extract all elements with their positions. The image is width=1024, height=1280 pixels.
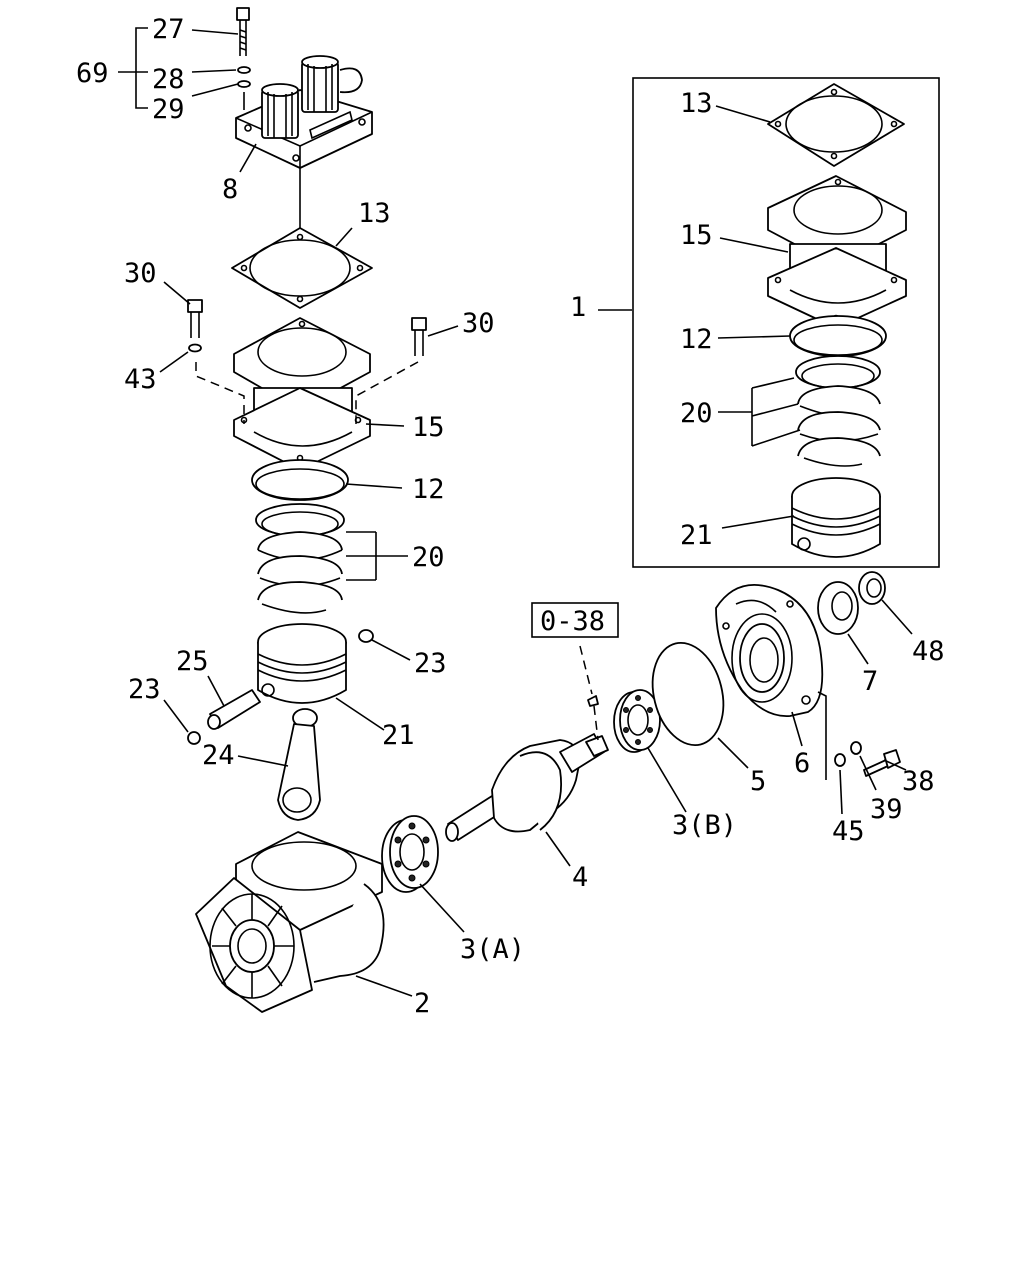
- label-39: 39: [870, 794, 903, 825]
- connecting-rod-24: [277, 708, 321, 821]
- bearing-cover-6: [715, 583, 824, 717]
- piston-21-left: [257, 623, 347, 704]
- label-12: 12: [412, 474, 445, 505]
- label-23-right: 23: [414, 648, 447, 679]
- bearing-3b: [613, 689, 661, 753]
- label-20: 20: [412, 542, 445, 573]
- label-28: 28: [152, 64, 185, 95]
- o-ring-12-kit: [789, 315, 887, 357]
- snap-ring-left: [187, 731, 201, 745]
- crankshaft-4: [445, 733, 609, 842]
- label-15-kit: 15: [680, 220, 713, 251]
- label-21: 21: [382, 720, 415, 751]
- label-20-kit: 20: [680, 398, 713, 429]
- washer-45: [834, 753, 846, 767]
- label-3a: 3(A): [460, 934, 525, 965]
- label-3b: 3(B): [672, 810, 737, 841]
- label-13: 13: [358, 198, 391, 229]
- gasket-13-kit: [767, 83, 905, 167]
- part-labels: 27 69 28 29 8 13 30 30 43 15 12 20 23 25…: [76, 14, 945, 1019]
- label-38: 38: [902, 766, 935, 797]
- label-15: 15: [412, 412, 445, 443]
- label-5: 5: [750, 766, 766, 797]
- label-12-kit: 12: [680, 324, 713, 355]
- label-13-kit: 13: [680, 88, 713, 119]
- piston-rings-20-kit: [795, 355, 881, 467]
- label-2: 2: [414, 988, 430, 1019]
- label-43: 43: [124, 364, 157, 395]
- seal-48: [858, 571, 886, 605]
- cylinder-15-kit: [767, 175, 907, 329]
- label-6: 6: [794, 748, 810, 779]
- leader-lines: [118, 27, 913, 997]
- gasket-13-left: [231, 227, 373, 309]
- label-30-right: 30: [462, 308, 495, 339]
- reference-box: [531, 602, 619, 638]
- label-0-38: 0-38: [540, 606, 605, 637]
- label-24: 24: [202, 740, 235, 771]
- piston-pin-25: [207, 689, 261, 730]
- label-69: 69: [76, 58, 109, 89]
- cylinder-bolts: [187, 299, 427, 424]
- o-ring-5: [651, 641, 725, 747]
- bearing-3a: [381, 815, 439, 893]
- label-1: 1: [570, 292, 586, 323]
- label-23-left: 23: [128, 674, 161, 705]
- kit-box: [632, 77, 940, 568]
- label-29: 29: [152, 94, 185, 125]
- label-27: 27: [152, 14, 185, 45]
- cylinder-15-left: [233, 317, 371, 471]
- piston-21-kit: [791, 477, 881, 558]
- crankcase-2: [195, 831, 385, 1013]
- label-7: 7: [862, 666, 878, 697]
- label-4: 4: [572, 862, 588, 893]
- washer-39: [850, 741, 862, 755]
- label-25: 25: [176, 646, 209, 677]
- snap-ring-right: [358, 629, 374, 643]
- cover-bolt-38: [863, 749, 901, 777]
- label-8: 8: [222, 174, 238, 205]
- label-45: 45: [832, 816, 865, 847]
- piston-rings-20-left: [255, 503, 345, 614]
- oil-seal-7: [817, 581, 859, 635]
- woodruff-key: [579, 645, 599, 741]
- cylinder-head: [235, 7, 373, 169]
- o-ring-12-left: [251, 459, 349, 501]
- label-21-kit: 21: [680, 520, 713, 551]
- label-30-left: 30: [124, 258, 157, 289]
- bracket-45: [817, 691, 827, 780]
- label-48: 48: [912, 636, 945, 667]
